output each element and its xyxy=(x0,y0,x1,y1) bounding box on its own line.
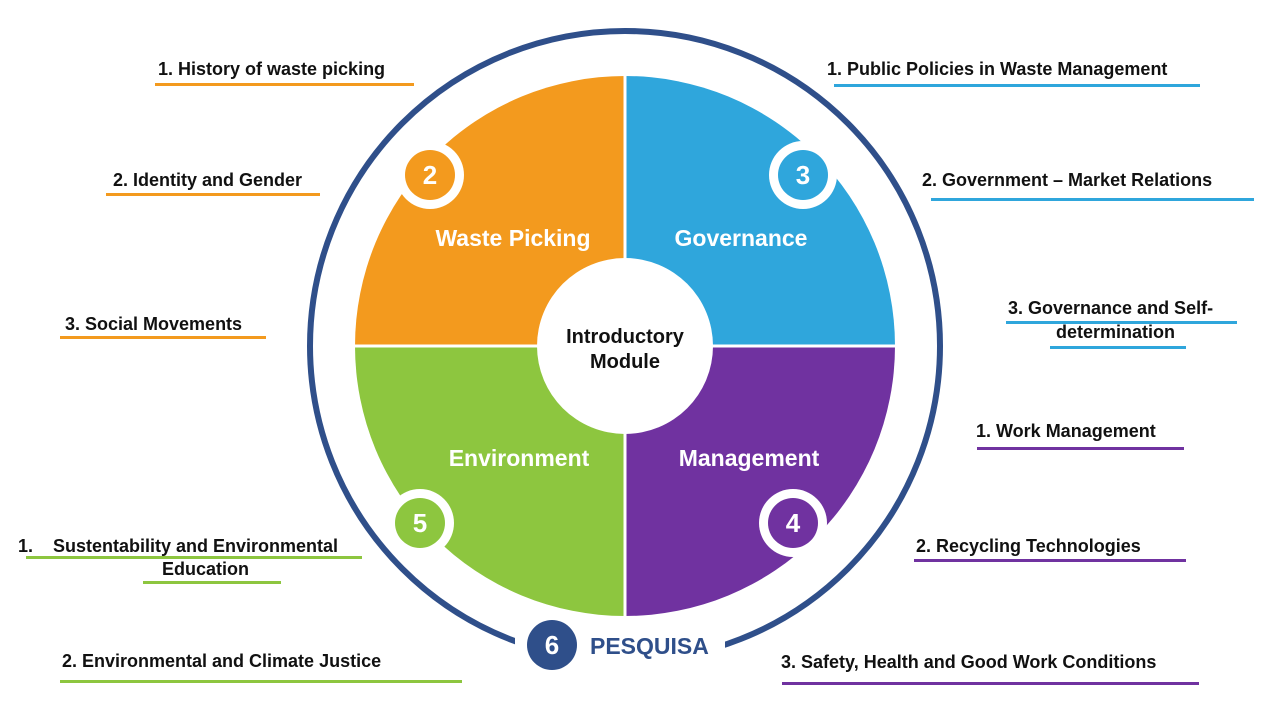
center-circle xyxy=(537,258,713,434)
topic-sustentability-line-1: 1. Sustentability and Environmental xyxy=(18,536,339,556)
topic-underline xyxy=(977,447,1184,450)
topic-underline xyxy=(60,680,462,683)
topic-recycling-technologies: 2. Recycling Technologies xyxy=(916,536,1141,556)
topic-history-of-waste-picking: 1. History of waste picking xyxy=(158,59,386,79)
topic-governance-self-determination-line-2: determination xyxy=(1056,322,1176,342)
quadrant-waste-picking xyxy=(355,76,625,346)
topic-underline xyxy=(60,336,266,339)
center-line-2: Module xyxy=(590,351,660,373)
topic-work-management: 1. Work Management xyxy=(976,421,1156,441)
badge-4: 4 xyxy=(759,489,827,557)
svg-text:6: 6 xyxy=(545,630,559,660)
topic-environmental-climate-justice: 2. Environmental and Climate Justice xyxy=(62,651,382,671)
svg-text:3: 3 xyxy=(796,160,810,190)
topic-identity-and-gender: 2. Identity and Gender xyxy=(113,170,303,190)
topic-social-movements: 3. Social Movements xyxy=(65,314,243,334)
badge-3: 3 xyxy=(769,141,837,209)
quadrant-title-management: Management xyxy=(679,445,820,471)
topic-underline xyxy=(914,559,1186,562)
topic-governance-self-determination-line-1: 3. Governance and Self- xyxy=(1008,298,1214,318)
topic-underline xyxy=(143,581,281,584)
topic-underline xyxy=(155,83,414,86)
quadrant-title-waste-picking: Waste Picking xyxy=(435,225,590,251)
topic-safety-health: 3. Safety, Health and Good Work Conditio… xyxy=(781,652,1157,672)
topic-underline xyxy=(834,84,1200,87)
topic-underline xyxy=(1050,346,1186,349)
topic-government-market-relations: 2. Government – Market Relations xyxy=(922,170,1213,190)
topic-underline xyxy=(1006,321,1237,324)
pesquisa-label: PESQUISA xyxy=(590,633,709,659)
badge-6: 6 xyxy=(527,620,577,670)
badge-5: 5 xyxy=(386,489,454,557)
svg-text:2: 2 xyxy=(423,160,437,190)
svg-text:4: 4 xyxy=(786,508,801,538)
quadrant-governance xyxy=(625,76,895,346)
topic-underline xyxy=(26,556,362,559)
topic-underline xyxy=(782,682,1199,685)
svg-text:5: 5 xyxy=(413,508,427,538)
quadrant-title-environment: Environment xyxy=(449,445,590,471)
quadrant-management xyxy=(625,346,895,616)
topic-public-policies: 1. Public Policies in Waste Management xyxy=(827,59,1168,79)
badge-2: 2 xyxy=(396,141,464,209)
topic-underline xyxy=(106,193,320,196)
quadrant-environment xyxy=(355,346,625,616)
topic-underline xyxy=(931,198,1254,201)
center-line-1: Introductory xyxy=(566,326,685,348)
topic-sustentability-line-2: Education xyxy=(162,559,250,579)
quadrant-title-governance: Governance xyxy=(675,225,808,251)
